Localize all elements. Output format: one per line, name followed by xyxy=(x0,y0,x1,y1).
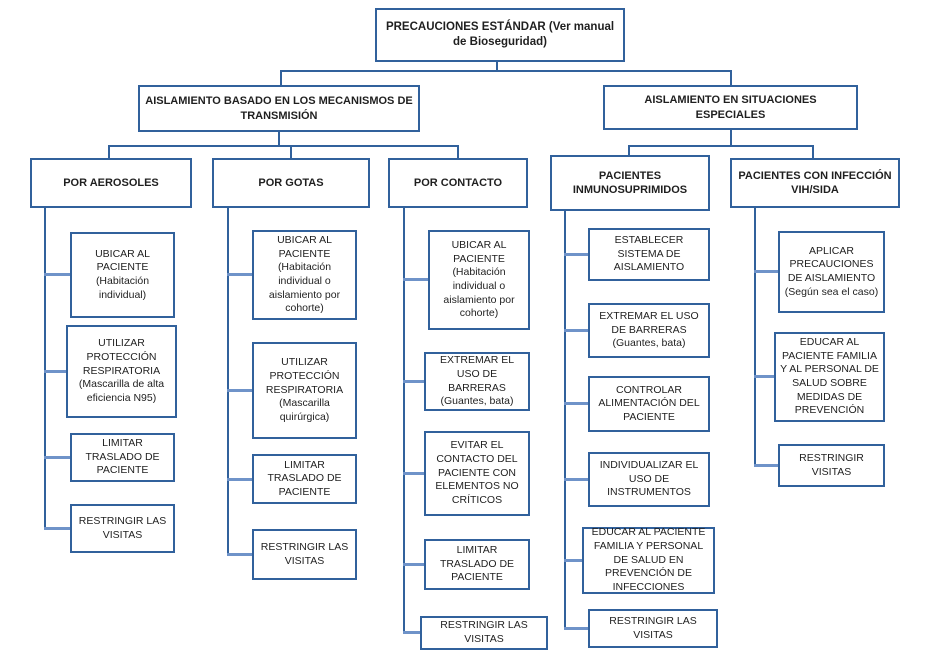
node-aislamiento-situaciones-especiales: AISLAMIENTO EN SITUACIONES ESPECIALES xyxy=(603,85,858,130)
connector xyxy=(290,145,292,158)
connector xyxy=(564,627,588,630)
connector xyxy=(227,208,229,555)
connector xyxy=(812,145,814,158)
connector xyxy=(44,527,70,530)
node-vih-restringir-visitas: RESTRINGIR VISITAS xyxy=(778,444,885,487)
node-aerosoles-ubicar-paciente: UBICAR AL PACIENTE (Habitación individua… xyxy=(70,232,175,318)
connector xyxy=(628,145,814,147)
connector xyxy=(403,208,405,633)
connector xyxy=(403,563,425,566)
connector xyxy=(754,270,778,273)
node-gotas-restringir-visitas: RESTRINGIR LAS VISITAS xyxy=(252,529,357,580)
connector xyxy=(227,389,252,392)
node-gotas-limitar-traslado: LIMITAR TRASLADO DE PACIENTE xyxy=(252,454,357,504)
connector xyxy=(227,273,252,276)
node-gotas-ubicar-paciente: UBICAR AL PACIENTE (Habitación individua… xyxy=(252,230,357,320)
node-contacto-evitar-elementos-no-criticos: EVITAR EL CONTACTO DEL PACIENTE CON ELEM… xyxy=(424,431,530,516)
node-contacto-restringir-visitas: RESTRINGIR LAS VISITAS xyxy=(420,616,548,650)
connector xyxy=(564,478,588,481)
node-contacto-limitar-traslado: LIMITAR TRASLADO DE PACIENTE xyxy=(424,539,530,590)
connector xyxy=(227,478,252,481)
connector xyxy=(44,370,67,373)
connector xyxy=(564,402,588,405)
connector xyxy=(403,380,425,383)
node-inmuno-extremar-barreras: EXTREMAR EL USO DE BARRERAS (Guantes, ba… xyxy=(588,303,710,358)
node-pacientes-vih-sida: PACIENTES CON INFECCIÓN VIH/SIDA xyxy=(730,158,900,208)
node-inmuno-individualizar-instrumentos: INDIVIDUALIZAR EL USO DE INSTRUMENTOS xyxy=(588,452,710,507)
node-por-gotas: POR GOTAS xyxy=(212,158,370,208)
connector xyxy=(754,208,756,466)
connector xyxy=(227,553,252,556)
connector xyxy=(564,253,588,256)
connector xyxy=(496,62,498,72)
node-inmuno-establecer-aislamiento: ESTABLECER SISTEMA DE AISLAMIENTO xyxy=(588,228,710,281)
connector xyxy=(403,278,428,281)
connector xyxy=(44,273,70,276)
node-aerosoles-restringir-visitas: RESTRINGIR LAS VISITAS xyxy=(70,504,175,553)
node-por-aerosoles: POR AEROSOLES xyxy=(30,158,192,208)
connector xyxy=(754,464,778,467)
node-precauciones-estandar: PRECAUCIONES ESTÁNDAR (Ver manual de Bio… xyxy=(375,8,625,62)
connector xyxy=(403,631,421,634)
connector xyxy=(44,456,70,459)
node-gotas-proteccion-respiratoria: UTILIZAR PROTECCIÓN RESPIRATORIA (Mascar… xyxy=(252,342,357,439)
connector xyxy=(730,130,732,147)
connector xyxy=(730,70,732,85)
node-inmuno-restringir-visitas: RESTRINGIR LAS VISITAS xyxy=(588,609,718,648)
connector xyxy=(278,132,280,147)
connector xyxy=(108,145,110,158)
connector xyxy=(44,208,46,530)
connector xyxy=(403,472,425,475)
node-contacto-ubicar-paciente: UBICAR AL PACIENTE (Habitación individua… xyxy=(428,230,530,330)
node-aerosoles-limitar-traslado: LIMITAR TRASLADO DE PACIENTE xyxy=(70,433,175,482)
node-vih-educar-paciente: EDUCAR AL PACIENTE FAMILIA Y AL PERSONAL… xyxy=(774,332,885,422)
connector xyxy=(280,70,282,85)
node-contacto-extremar-barreras: EXTREMAR EL USO DE BARRERAS (Guantes, ba… xyxy=(424,352,530,411)
node-inmuno-educar-paciente: EDUCAR AL PACIENTE FAMILIA Y PERSONAL DE… xyxy=(582,526,715,594)
node-aislamiento-mecanismos-transmision: AISLAMIENTO BASADO EN LOS MECANISMOS DE … xyxy=(138,85,420,132)
connector xyxy=(564,211,566,629)
node-vih-aplicar-precauciones: APLICAR PRECAUCIONES DE AISLAMIENTO (Seg… xyxy=(778,231,885,313)
connector xyxy=(564,559,583,562)
connector xyxy=(280,70,732,72)
connector xyxy=(457,145,459,158)
node-inmuno-controlar-alimentacion: CONTROLAR ALIMENTACIÓN DEL PACIENTE xyxy=(588,376,710,432)
connector xyxy=(108,145,459,147)
node-pacientes-inmunosuprimidos: PACIENTES INMUNOSUPRIMIDOS xyxy=(550,155,710,211)
node-por-contacto: POR CONTACTO xyxy=(388,158,528,208)
connector xyxy=(754,375,775,378)
connector xyxy=(628,145,630,155)
node-aerosoles-proteccion-respiratoria: UTILIZAR PROTECCIÓN RESPIRATORIA (Mascar… xyxy=(66,325,177,418)
connector xyxy=(564,329,588,332)
